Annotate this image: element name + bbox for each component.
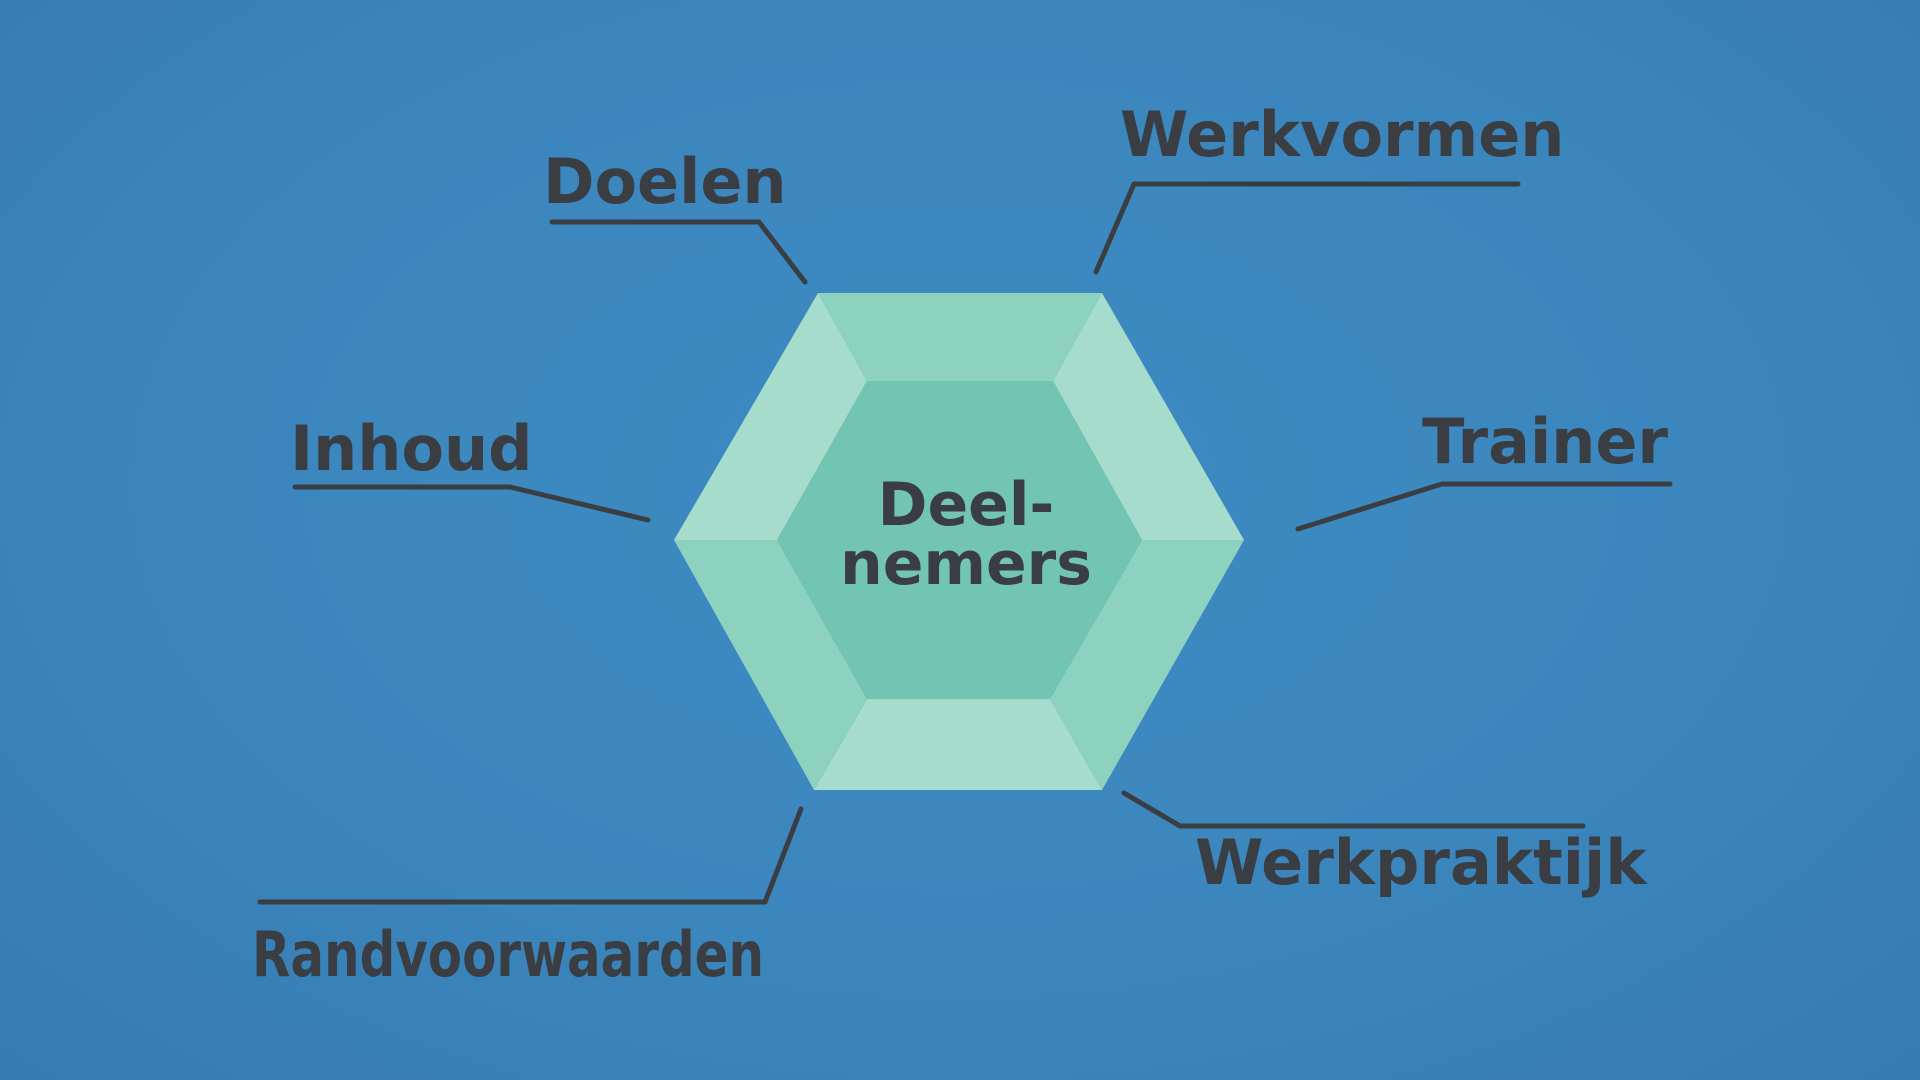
hexagon [674,293,1244,790]
center-label-line2: nemers [840,529,1092,599]
leader-line-inhoud [292,484,651,523]
label-werkpraktijk: Werkpraktijk [1195,826,1648,899]
leader-line-werkvormen [1093,181,1521,275]
hexagon-facet-upper-left [674,293,867,540]
leader-line-trainer [1295,481,1673,532]
hexagon-facet-lower-right [1050,540,1244,790]
leader-line-doelen [549,219,808,285]
label-inhoud: Inhoud [290,412,532,485]
center-label-line1: Deel- [878,470,1055,540]
hexagon-inner [777,381,1142,699]
label-doelen: Doelen [543,145,787,218]
label-trainer: Trainer [1422,405,1668,478]
leader-line-werkpraktijk [1121,790,1586,829]
leader-line-randvoorwaarden [257,806,804,905]
hexagon-facet-top [818,293,1102,381]
hexagon-facet-upper-right [1053,293,1244,540]
hexagon-facet-lower-left [674,540,867,790]
hexagon-facet-bottom [814,699,1102,790]
label-werkvormen: Werkvormen [1120,98,1564,171]
label-randvoorwaarden: Randvoorwaarden [252,918,764,991]
